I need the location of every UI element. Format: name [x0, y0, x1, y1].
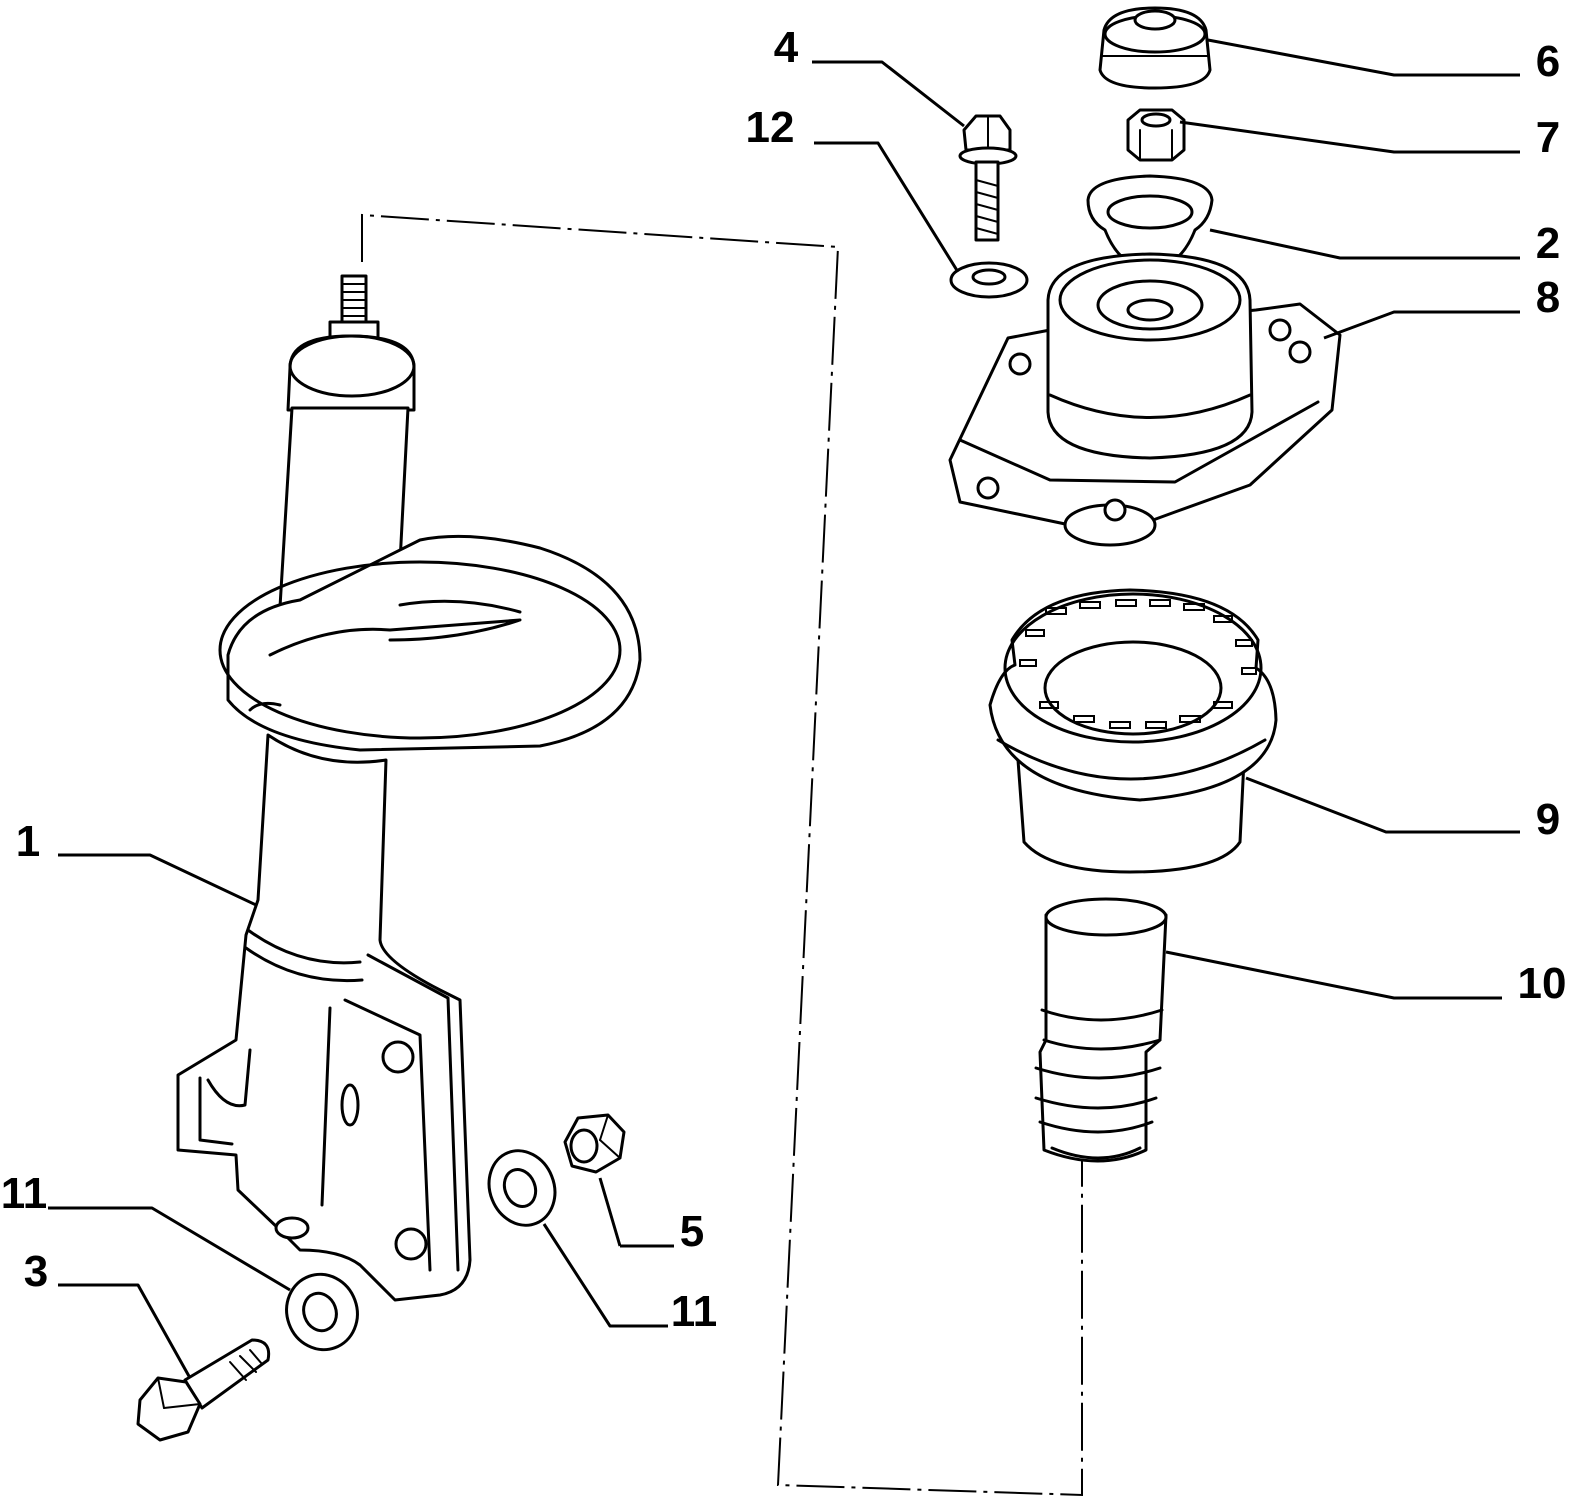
- strut-mount-hole-upper: [381, 1040, 415, 1074]
- top-dust-cap: [1098, 6, 1212, 90]
- flange-bolt-top: [958, 114, 1018, 242]
- callout-11-right: 11: [671, 1287, 718, 1336]
- callout-2: 2: [1536, 219, 1560, 268]
- callout-6: 6: [1536, 37, 1560, 86]
- callout-11-left: 11: [1, 1169, 48, 1218]
- washer-top: [949, 261, 1029, 299]
- strut-lower-body: [176, 733, 472, 1302]
- callout-4: 4: [774, 23, 799, 72]
- strut-bearing: [988, 588, 1278, 874]
- callout-10: 10: [1518, 959, 1567, 1008]
- spring-seat-plate: [226, 534, 642, 752]
- callout-5: 5: [680, 1207, 704, 1256]
- top-strut-mount: [948, 252, 1342, 547]
- strut-top-cap: [286, 334, 416, 412]
- bearing-seal-pattern: [1019, 599, 1257, 729]
- hex-nut-lower: [563, 1113, 626, 1174]
- callout-12: 12: [746, 103, 795, 152]
- hex-bolt-lower: [136, 1338, 271, 1442]
- callout-1: 1: [16, 817, 40, 866]
- assembly-axis-lines: [361, 213, 1083, 1497]
- cup-washer: [1086, 174, 1214, 270]
- callout-3: 3: [24, 1247, 48, 1296]
- callout-leaders: [48, 38, 1520, 1379]
- callout-labels: 1 2 3 4 5 6 7 8 9 10 11 11 12: [1, 23, 1567, 1336]
- callout-9: 9: [1536, 795, 1560, 844]
- hex-nut-top: [1126, 108, 1186, 162]
- callout-7: 7: [1536, 113, 1560, 162]
- shock-absorber-strut: [176, 274, 642, 1302]
- bump-stop: [1034, 897, 1168, 1163]
- washer-right: [487, 1149, 557, 1227]
- strut-mount-hole-lower: [394, 1227, 428, 1261]
- callout-8: 8: [1536, 273, 1560, 322]
- washer-left: [285, 1272, 359, 1352]
